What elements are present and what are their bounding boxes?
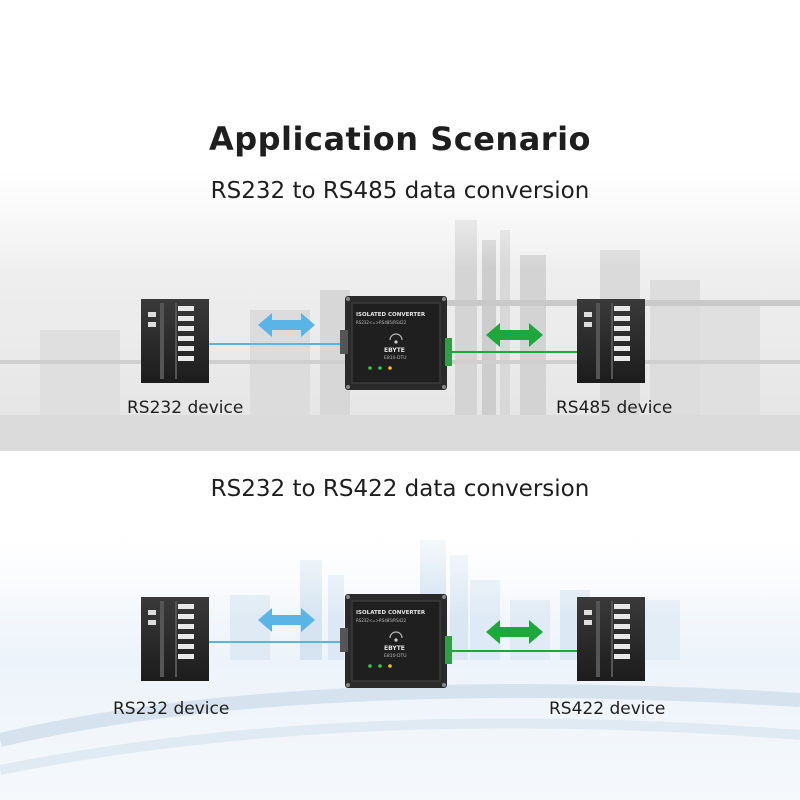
rs232-device-1 (141, 299, 209, 383)
converter-subheader-2: RS232<=>RS485/RS422 (356, 618, 407, 623)
section-2-subtitle: RS232 to RS422 data conversion (210, 476, 590, 502)
bidirectional-arrow-icon (258, 313, 315, 337)
page-title: Application Scenario (208, 120, 592, 158)
bidirectional-arrow-icon (258, 608, 315, 632)
converter-header-2: ISOLATED CONVERTER (356, 610, 426, 616)
section-1-subtitle: RS232 to RS485 data conversion (210, 178, 590, 204)
section-1-left-label: RS232 device (127, 398, 244, 418)
section-divider (0, 450, 800, 451)
section-1-right-label: RS485 device (556, 398, 673, 418)
rs232-device-2 (141, 597, 209, 681)
rs485-device (577, 299, 645, 383)
isolated-converter-2 (340, 594, 452, 688)
section-2-right-label: RS422 device (549, 699, 666, 719)
section-2-left-label: RS232 device (113, 699, 230, 719)
converter-subheader-1: RS232<=>RS485/RS422 (356, 320, 407, 325)
rs422-device (577, 597, 645, 681)
bidirectional-arrow-icon (486, 620, 543, 644)
converter-brand-2: EBYTE (384, 645, 405, 652)
converter-brand-1: EBYTE (384, 347, 405, 354)
industrial-background (0, 170, 800, 450)
converter-model-1: E810-DTU (384, 355, 407, 361)
bidirectional-arrow-icon (486, 323, 543, 347)
converter-header-1: ISOLATED CONVERTER (356, 312, 426, 318)
isolated-converter-1 (340, 296, 452, 390)
converter-model-2: E810-DTU (384, 653, 407, 659)
